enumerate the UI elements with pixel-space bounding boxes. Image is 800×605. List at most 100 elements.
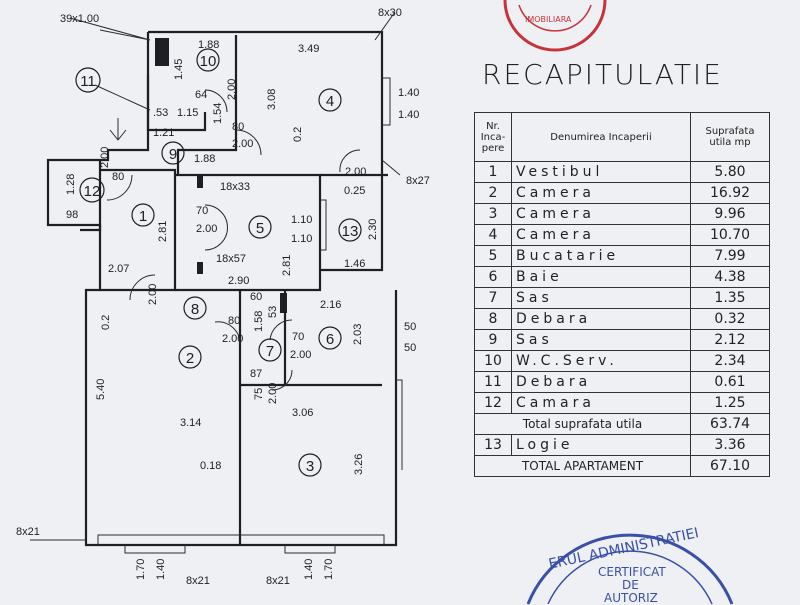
dimension-label: 3.06 — [292, 407, 313, 419]
plan-line — [131, 203, 155, 227]
dimension-label: 1.58 — [253, 311, 265, 332]
dimension-label: 8x30 — [378, 7, 402, 19]
plan-line — [248, 215, 272, 239]
plan-line — [518, 4, 592, 32]
plan-line — [97, 379, 403, 545]
dimension-label: 70 — [292, 331, 304, 343]
plan-line — [100, 168, 177, 292]
dimension-label: 2.16 — [320, 299, 341, 311]
plan-line — [183, 296, 207, 320]
room-number: 6 — [474, 266, 512, 288]
room-number: 4 — [474, 224, 512, 246]
dimension-label: 0.2 — [100, 315, 112, 330]
plan-line — [320, 173, 384, 272]
dimension-label: 2.00 — [222, 333, 243, 345]
dimension-label: 11 — [80, 73, 96, 90]
room-number: 3 — [474, 203, 512, 225]
room-area: 1.35 — [690, 287, 770, 309]
dimension-label: 1.45 — [173, 59, 185, 80]
dimension-label: 75 — [253, 388, 265, 400]
dimension-label: 2.81 — [157, 221, 169, 242]
room-marker-3: 3 — [298, 453, 322, 477]
plan-line — [298, 453, 322, 477]
dimension-label: 18x33 — [220, 181, 250, 193]
dimension-label: 8x21 — [186, 575, 210, 587]
dimension-label: 1.46 — [344, 258, 365, 270]
dimension-label: 7 — [266, 343, 274, 360]
dimension-labels: 39x1.00 8x30 1.88 3.49 1.45 1.15 64 2.00… — [16, 7, 430, 587]
plan-line — [146, 75, 207, 132]
plan-line — [79, 177, 105, 203]
plan-line — [318, 326, 342, 350]
plan-line — [503, 0, 607, 52]
dimension-label: 39x1.00 — [60, 13, 99, 25]
plan-line — [258, 338, 282, 362]
plan-line — [547, 550, 713, 605]
dimension-label: 13 — [342, 223, 359, 240]
dimension-label: 1.28 — [65, 174, 77, 195]
dimension-label: 53 — [267, 306, 279, 318]
dimension-label: 3 — [306, 458, 314, 475]
plan-line — [320, 199, 327, 251]
room-number: 9 — [474, 329, 512, 351]
room-number: 13 — [474, 434, 512, 456]
room-marker-9: 9 — [161, 141, 185, 165]
dimension-label: 1.54 — [212, 103, 224, 124]
dimension-label: 2.00 — [99, 147, 111, 168]
dimension-label: 1.70 — [135, 559, 147, 580]
dimension-label: 2.30 — [367, 219, 379, 240]
dimension-label: 3.08 — [266, 89, 278, 110]
room-number: 5 — [474, 245, 512, 267]
dimension-label: 2.03 — [352, 324, 364, 345]
dimension-label: 1 — [139, 208, 147, 225]
dimension-label: 8x27 — [406, 175, 430, 187]
dimension-label: 1.40 — [398, 87, 419, 99]
dimension-label: 50 — [404, 342, 416, 354]
dimension-label: 3.14 — [180, 417, 201, 429]
dimension-label: 8 — [191, 301, 199, 318]
total-util-label: Total suprafata utila — [474, 413, 691, 435]
total-util-value: 63.74 — [690, 413, 770, 435]
room-area: 2.34 — [690, 350, 770, 372]
room-marker-5: 5 — [248, 215, 272, 239]
plan-line — [197, 176, 203, 188]
dimension-label: 1.15 — [177, 107, 198, 119]
room-area: 5.80 — [690, 161, 770, 183]
room-marker-12: 12 — [79, 177, 105, 203]
dimension-label: 1.40 — [303, 559, 315, 580]
room-name: Logie — [511, 434, 691, 456]
room-area: 0.61 — [690, 371, 770, 393]
total-value: 67.10 — [690, 455, 770, 477]
room-name: Debara — [511, 371, 691, 393]
plan-line — [175, 173, 322, 292]
dimension-label: 0.2 — [292, 127, 304, 142]
plan-line — [148, 30, 388, 177]
room-area: 9.96 — [690, 203, 770, 225]
dimension-label: 2.00 — [147, 284, 159, 305]
room-area: 7.99 — [690, 245, 770, 267]
room-number: 12 — [474, 392, 512, 414]
dimension-label: 6 — [326, 331, 334, 348]
plan-line — [30, 11, 401, 541]
room-name: Sas — [511, 329, 691, 351]
room-name: Camara — [511, 392, 691, 414]
room-name: W.C.Serv. — [511, 350, 691, 372]
room-marker-10: 10 — [196, 48, 220, 72]
plan-line — [178, 345, 202, 369]
plan-line — [155, 38, 169, 66]
dimension-label: 2 — [186, 350, 194, 367]
plan-line — [106, 89, 361, 391]
room-marker-2: 2 — [178, 345, 202, 369]
dimension-label: 1.70 — [323, 559, 335, 580]
